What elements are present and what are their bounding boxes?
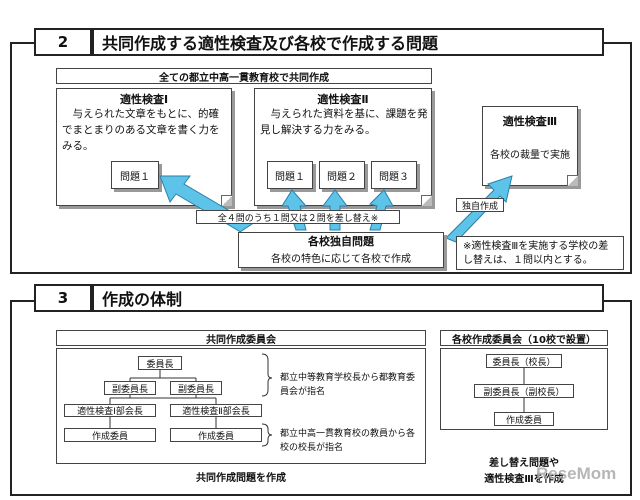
own-label: 独自作成: [456, 198, 504, 212]
page-fold-icon: [421, 195, 432, 206]
joint-banner: 全ての都立中高一貫教育校で共同作成: [56, 68, 432, 84]
swap-note: 全４問のうち１問又は２問を差し替え※: [196, 210, 400, 224]
section3-title: 作成の体制: [92, 284, 604, 312]
joint-committee-header: 共同作成委員会: [56, 330, 426, 346]
joint-subcommittee-2: 適性検査Ⅱ部会長: [170, 404, 262, 417]
joint-note-2: 都立中高一貫教育校の教員から各校の校長が指名: [280, 429, 416, 453]
school-footer-line2: 適性検査Ⅲを作成: [484, 473, 564, 485]
joint-footer: 共同作成問題を作成: [196, 472, 286, 484]
test2-desc: 与えられた資料を基に、課題を発見し解決する力をみる。: [260, 108, 428, 136]
joint-member-1: 作成委員: [64, 428, 156, 442]
joint-chair: 委員長: [138, 356, 182, 370]
test1-problem: 問題１: [111, 161, 159, 189]
footnote-box: ※適性検査Ⅲを実施する学校の差し替えは、１問以内とする。: [456, 236, 624, 270]
joint-member-2: 作成委員: [170, 428, 262, 442]
test1-title: 適性検査Ⅰ: [119, 93, 169, 106]
school-member: 作成委員: [494, 412, 554, 426]
joint-vice-chair-2: 副委員長: [170, 381, 222, 395]
joint-note-1: 都立中等教育学校長から都教育委員会が指名: [280, 373, 416, 397]
test1-desc: 与えられた文章をもとに、的確でまとまりのある文章を書く力をみる。: [62, 108, 220, 152]
school-committee-header: 各校作成委員会（10校で設置）: [440, 330, 608, 346]
section3-number: 3: [34, 284, 92, 312]
section2-title: 共同作成する適性検査及び各校で作成する問題: [92, 28, 604, 56]
test2-problem-3: 問題３: [371, 161, 417, 189]
school-footer-line1: 差し替え問題や: [489, 457, 559, 469]
test3-card: [482, 106, 578, 186]
joint-subcommittee-1: 適性検査Ⅰ部会長: [64, 404, 156, 417]
test3-title: 適性検査Ⅲ: [502, 115, 558, 128]
joint-vice-chair-1: 副委員長: [104, 381, 156, 395]
school-vice-chair: 副委員長（副校長）: [474, 384, 574, 398]
school-problem-card: [238, 232, 444, 268]
test3-desc: 各校の裁量で実施: [490, 149, 570, 161]
school-chair: 委員長（校長）: [486, 354, 562, 368]
school-problem-desc: 各校の特色に応じて各校で作成: [271, 253, 411, 265]
test2-problem-2: 問題２: [319, 161, 365, 189]
watermark-logo: ReseMom: [536, 464, 617, 483]
page-fold-icon: [567, 175, 578, 186]
test2-problem-1: 問題１: [267, 161, 313, 189]
school-problem-title: 各校独自問題: [308, 235, 374, 248]
page-fold-icon: [221, 195, 232, 206]
test2-title: 適性検査Ⅱ: [317, 93, 369, 106]
section2-number: 2: [34, 28, 92, 56]
